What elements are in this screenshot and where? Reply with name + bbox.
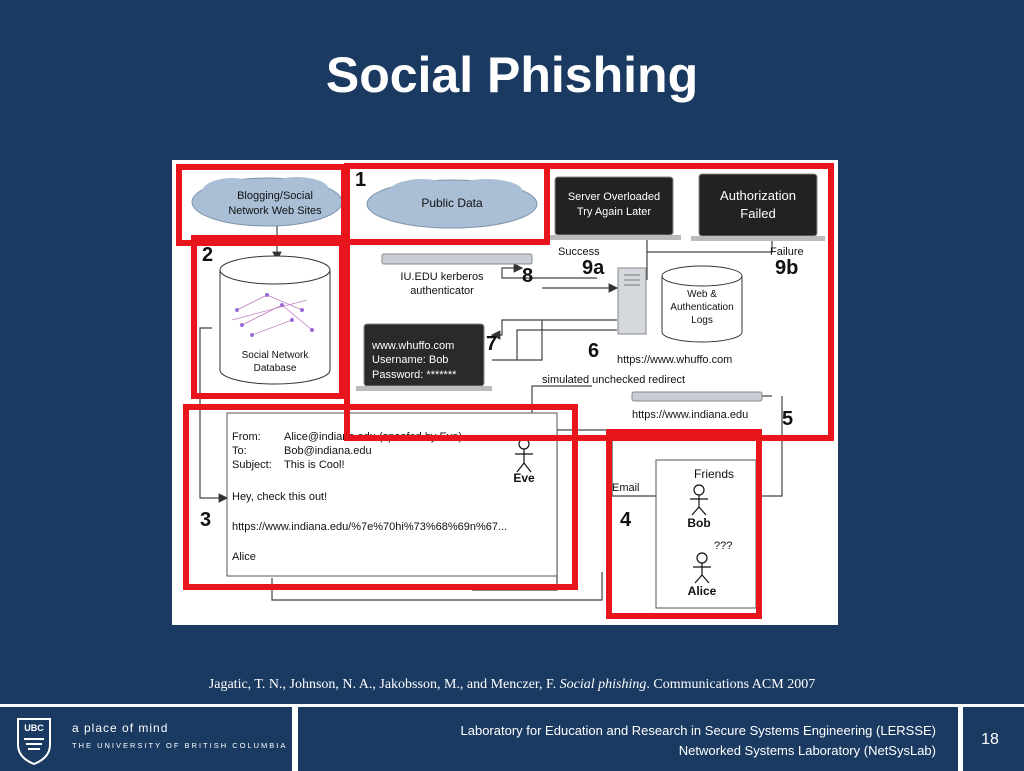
- highlight-step3: [183, 404, 578, 590]
- ubc-crest-icon: UBC: [17, 718, 51, 765]
- highlight-step2: [191, 235, 345, 399]
- step-7: 7: [486, 333, 497, 355]
- whuffo-url: https://www.whuffo.com: [617, 354, 732, 366]
- logs-line2: Authentication: [670, 302, 733, 313]
- phishing-diagram: Blogging/Social Network Web Sites Public…: [172, 160, 838, 625]
- lab-line1: Laboratory for Education and Research in…: [460, 723, 936, 738]
- blogging-label-1: Blogging/Social: [237, 190, 313, 202]
- indiana-server: [631, 391, 763, 402]
- laptop-url: www.whuffo.com: [371, 340, 454, 352]
- university-name: THE UNIVERSITY OF BRITISH COLUMBIA: [72, 741, 288, 750]
- citation-title: Social phishing: [559, 677, 647, 692]
- failure-label: Failure: [770, 246, 804, 258]
- slide-title: Social Phishing: [325, 47, 699, 103]
- step-8: 8: [522, 265, 533, 287]
- citation-rest: . Communications ACM 2007: [646, 677, 816, 692]
- email-link: https://www.indiana.edu/%7e%70hi%73%68%6…: [232, 521, 507, 533]
- footer: UBC a place of mind THE UNIVERSITY OF BR…: [0, 704, 1024, 771]
- eve-label: Eve: [513, 471, 535, 485]
- footer-divider-right: [958, 707, 963, 771]
- alice-figure: [693, 552, 711, 584]
- step-4: 4: [620, 509, 632, 531]
- citation: Jagatic, T. N., Johnson, N. A., Jakobsso…: [0, 677, 1024, 693]
- step-9a: 9a: [582, 257, 605, 279]
- email-subject-label: Subject:: [232, 459, 272, 471]
- email-from-label: From:: [232, 431, 261, 443]
- email-to: Bob@indiana.edu: [284, 445, 372, 457]
- web-server: [617, 267, 647, 335]
- tagline: a place of mind: [72, 721, 169, 735]
- laptop-username: Username: Bob: [372, 354, 448, 366]
- db-line1: Social Network: [242, 350, 310, 361]
- indiana-url: https://www.indiana.edu: [632, 409, 748, 421]
- overloaded-line2: Try Again Later: [577, 206, 652, 218]
- step-2: 2: [202, 244, 213, 266]
- page-number: 18: [981, 731, 999, 748]
- eve-figure: [515, 438, 533, 473]
- server-overloaded-monitor: Server Overloaded Try Again Later: [547, 176, 681, 240]
- social-network-database: Social Network Database: [219, 255, 331, 385]
- auth-failed-monitor: Authorization Failed: [691, 173, 825, 241]
- email-signature: Alice: [232, 551, 256, 563]
- step-6: 6: [588, 340, 599, 362]
- step-9b: 9b: [775, 257, 798, 279]
- email-label: Email: [612, 482, 640, 494]
- success-label: Success: [558, 246, 600, 258]
- blogging-label-2: Network Web Sites: [228, 205, 322, 217]
- crest-text: UBC: [24, 723, 44, 733]
- blogging-cloud: Blogging/Social Network Web Sites: [191, 177, 343, 227]
- unknown-label: ???: [714, 540, 732, 552]
- friends-label: Friends: [694, 467, 734, 481]
- step-5: 5: [782, 408, 793, 430]
- friends-box: Friends Bob ??? Alice: [655, 459, 757, 609]
- kerberos-line1: IU.EDU kerberos: [400, 271, 484, 283]
- footer-divider: [292, 707, 298, 771]
- bob-label: Bob: [687, 516, 710, 530]
- auth-failed-line1: Authorization: [720, 188, 796, 203]
- bob-figure: [690, 484, 708, 516]
- step-1: 1: [355, 169, 366, 191]
- redirect-label: simulated unchecked redirect: [542, 374, 685, 386]
- public-data-cloud: Public Data: [366, 179, 538, 229]
- email-to-label: To:: [232, 445, 247, 457]
- alice-label: Alice: [688, 584, 717, 598]
- kerberos-line2: authenticator: [410, 285, 474, 297]
- db-line2: Database: [254, 363, 297, 374]
- public-data-label: Public Data: [421, 196, 483, 210]
- highlight-steps5-9: [344, 163, 834, 441]
- citation-authors: Jagatic, T. N., Johnson, N. A., Jakobsso…: [208, 677, 560, 692]
- overloaded-line1: Server Overloaded: [568, 191, 660, 203]
- logs-line3: Logs: [691, 315, 713, 326]
- whuffo-laptop: www.whuffo.com Username: Bob Password: *…: [356, 323, 492, 391]
- lab-line2: Networked Systems Laboratory (NetSysLab): [678, 743, 936, 758]
- email-subject: This is Cool!: [284, 459, 345, 471]
- auth-failed-line2: Failed: [740, 206, 775, 221]
- highlight-step4: [606, 429, 762, 619]
- step-3: 3: [200, 509, 211, 531]
- logs-database: Web & Authentication Logs: [661, 265, 743, 343]
- highlight-boxes: [176, 163, 834, 619]
- laptop-password: Password: *******: [372, 369, 457, 381]
- kerberos-server: IU.EDU kerberos authenticator: [381, 253, 533, 297]
- logs-line1: Web &: [687, 289, 717, 300]
- email-greeting: Hey, check this out!: [232, 491, 327, 503]
